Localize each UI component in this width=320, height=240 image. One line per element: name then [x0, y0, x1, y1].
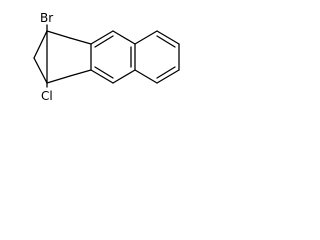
- chlorine-atom-label: Cl: [41, 89, 53, 103]
- cyclopropane-bond-left-bottom: [33, 57, 48, 84]
- cyclopropane-bond-top-left: [33, 30, 48, 59]
- right-ring-double-top-right: [156, 35, 176, 48]
- molecule-structure-diagram: Br Cl: [33, 11, 180, 103]
- middle-ring-bond-bottom-left: [90, 69, 114, 84]
- bromine-atom-label: Br: [40, 11, 53, 25]
- middle-ring-bond-top-right: [112, 30, 136, 45]
- right-ring-bond-bottom-left: [134, 69, 158, 84]
- right-ring-bond-top-left: [134, 30, 158, 45]
- middle-ring-bond-bottom-right: [112, 69, 136, 84]
- middle-ring-double-top-left: [94, 35, 114, 48]
- ring-bond-c10a-ch2-bottom: [69, 69, 92, 77]
- ring-bond-c1-ch2-top: [46, 30, 71, 39]
- ring-bond-ch2-bottom-c1: [46, 75, 71, 84]
- middle-ring-double-bottom-left: [94, 66, 114, 79]
- middle-ring-bond-top-left: [90, 30, 114, 45]
- right-ring-bond-bottom-right: [156, 69, 180, 84]
- ring-bond-ch2-top-c4a: [69, 37, 92, 45]
- right-ring-bond-top-right: [156, 30, 180, 45]
- right-ring-double-bottom-right: [156, 66, 176, 79]
